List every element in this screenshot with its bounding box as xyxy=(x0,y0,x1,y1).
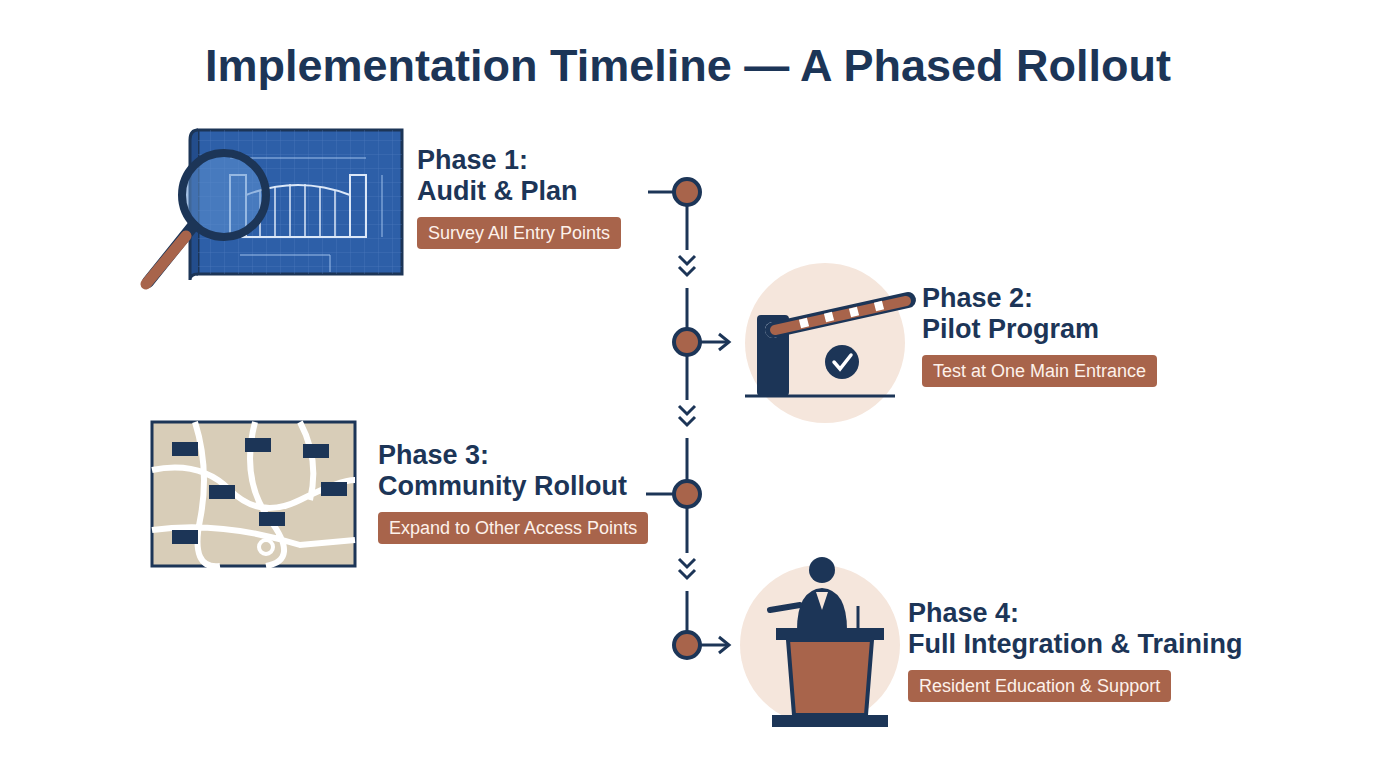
phase-step: Phase 4:Full Integration & TrainingResid… xyxy=(908,598,1243,702)
timeline xyxy=(646,192,729,653)
phase-heading: Phase 1: xyxy=(417,145,621,176)
phase-heading: Full Integration & Training xyxy=(908,629,1243,660)
map-icon xyxy=(152,422,355,566)
phase-heading: Phase 3: xyxy=(378,440,648,471)
phase-heading: Phase 2: xyxy=(922,283,1157,314)
phase-tag: Survey All Entry Points xyxy=(417,217,621,249)
title: Implementation Timeline — A Phased Rollo… xyxy=(0,40,1376,92)
phase-heading: Pilot Program xyxy=(922,314,1157,345)
phase-heading: Phase 4: xyxy=(908,598,1243,629)
timeline-dot xyxy=(674,179,700,658)
phase-tag: Resident Education & Support xyxy=(908,670,1171,702)
blueprint-icon xyxy=(146,130,402,284)
phase-tag: Expand to Other Access Points xyxy=(378,512,648,544)
phase-step: Phase 2:Pilot ProgramTest at One Main En… xyxy=(922,283,1157,387)
barrier-gate-icon xyxy=(745,263,908,423)
speaker-icon xyxy=(740,557,900,727)
phase-step: Phase 3:Community RolloutExpand to Other… xyxy=(378,440,648,544)
phase-tag: Test at One Main Entrance xyxy=(922,355,1157,387)
phase-heading: Audit & Plan xyxy=(417,176,621,207)
phase-step: Phase 1:Audit & PlanSurvey All Entry Poi… xyxy=(417,145,621,249)
phase-heading: Community Rollout xyxy=(378,471,648,502)
